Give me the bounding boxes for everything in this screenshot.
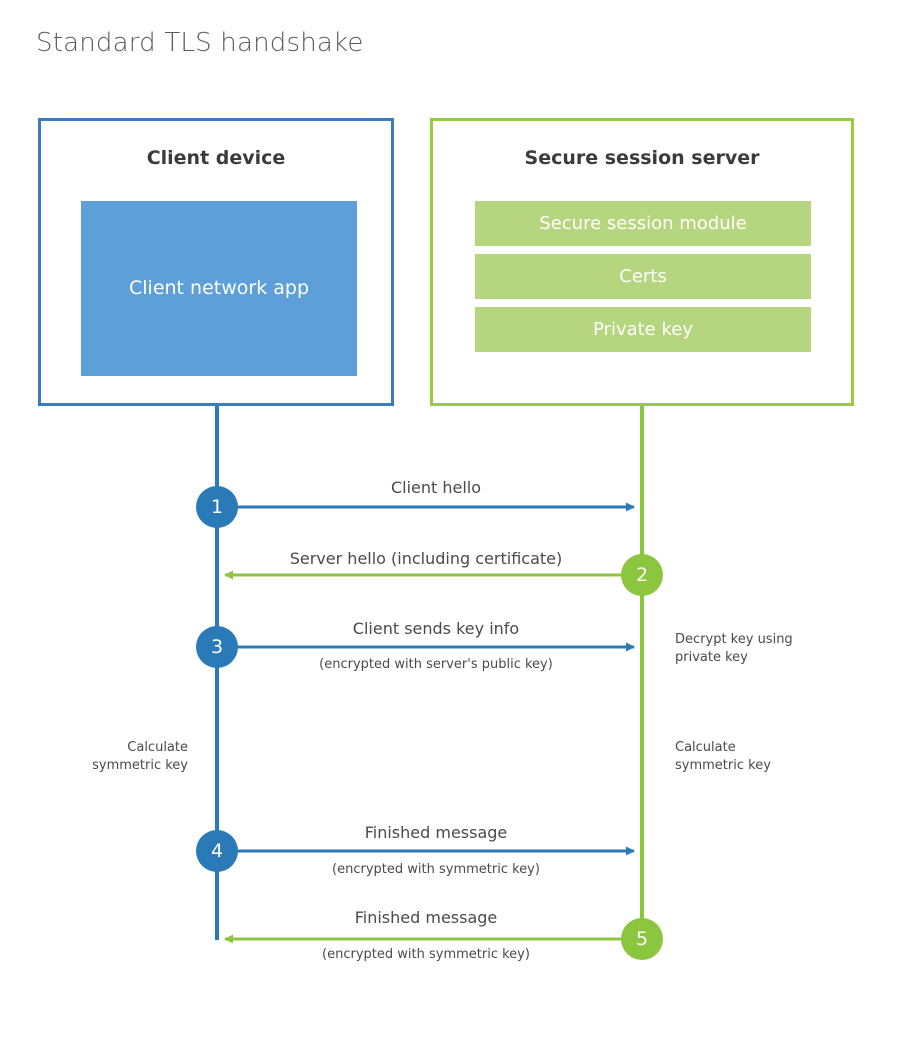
message-label-step-2: Server hello (including certificate): [289, 549, 563, 568]
annotation-client-calculate-symmetric-key: Calculate symmetric key: [92, 740, 188, 773]
server-component-label: Certs: [619, 266, 667, 287]
message-sublabel-step-5: (encrypted with symmetric key): [322, 947, 530, 962]
message-label-step-4: Finished message: [364, 823, 508, 842]
page-title: Standard TLS handshake: [36, 28, 364, 58]
client-device-title: Client device: [146, 147, 286, 169]
step-number: 4: [210, 840, 224, 862]
message-label-step-3: Client sends key info: [352, 619, 520, 638]
server-component-label: Secure session module: [539, 213, 747, 234]
server-component-certs: Certs: [475, 254, 811, 299]
secure-session-server-title: Secure session server: [524, 147, 760, 169]
annotation-server-decrypt-key: Decrypt key using private key: [675, 632, 793, 665]
step-number: 1: [210, 496, 224, 518]
client-network-app-block: Client network app: [81, 201, 357, 376]
step-marker-2[interactable]: 2: [621, 554, 663, 596]
message-sublabel-step-3: (encrypted with server's public key): [319, 657, 553, 672]
server-component-secure-session-module: Secure session module: [475, 201, 811, 246]
step-number: 2: [635, 564, 649, 586]
server-components-list: Secure session module Certs Private key: [475, 201, 811, 352]
client-network-app-label: Client network app: [129, 276, 310, 299]
message-label-step-1: Client hello: [390, 478, 482, 497]
message-sublabel-step-4: (encrypted with symmetric key): [332, 862, 540, 877]
message-label-step-5: Finished message: [354, 908, 498, 927]
step-marker-3[interactable]: 3: [196, 626, 238, 668]
step-marker-4[interactable]: 4: [196, 830, 238, 872]
server-component-label: Private key: [593, 319, 693, 340]
server-component-private-key: Private key: [475, 307, 811, 352]
client-device-box: Client device Client network app: [38, 118, 394, 406]
step-marker-1[interactable]: 1: [196, 486, 238, 528]
secure-session-server-box: Secure session server Secure session mod…: [430, 118, 854, 406]
step-number: 5: [635, 928, 649, 950]
annotation-server-calculate-symmetric-key: Calculate symmetric key: [675, 740, 771, 773]
step-marker-5[interactable]: 5: [621, 918, 663, 960]
step-number: 3: [210, 636, 224, 658]
